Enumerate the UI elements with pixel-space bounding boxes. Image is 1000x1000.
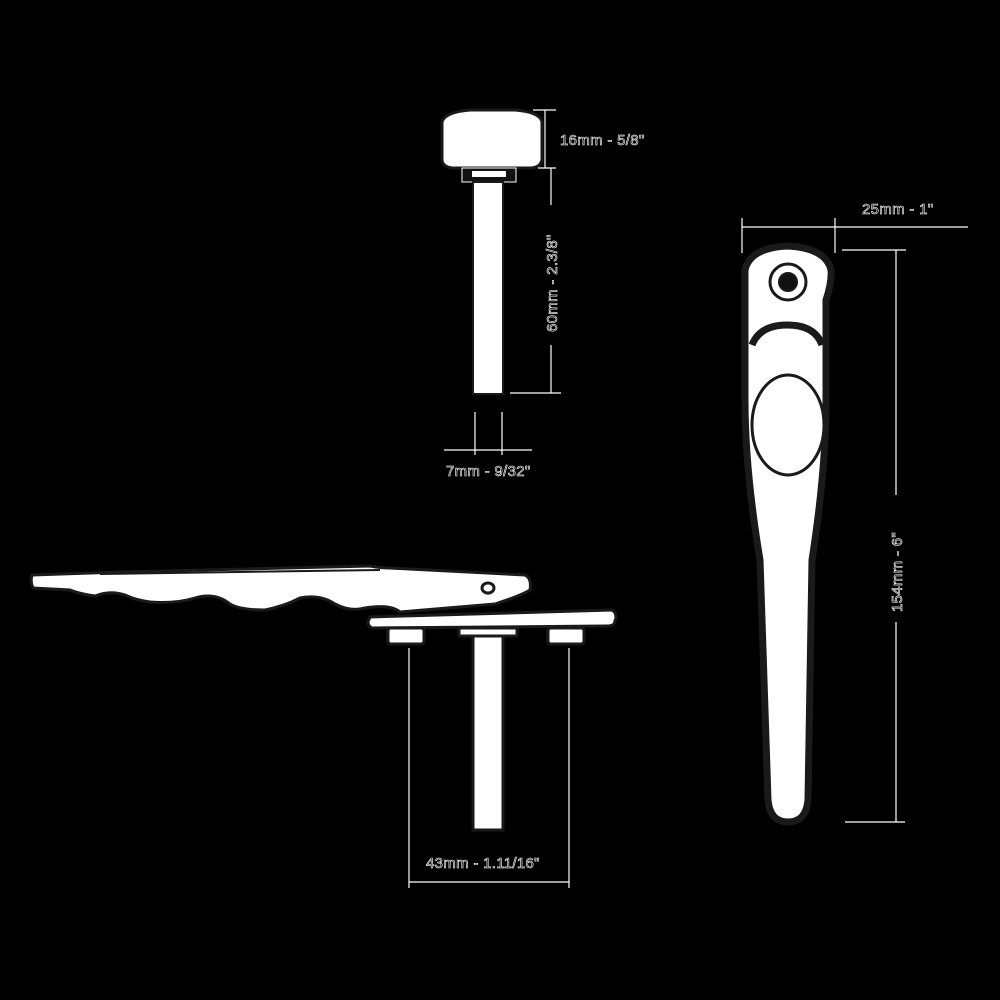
fixing-boss-left: [386, 626, 426, 646]
spindle-end-view: 16mm - 5/8" 60mm - 2.3/8" 7mm - 9/32": [440, 108, 644, 480]
spindle-width-label: 7mm - 9/32": [446, 463, 530, 480]
side-spindle: [471, 634, 505, 832]
spindle-length-label: 60mm - 2.3/8": [544, 234, 561, 332]
fixing-centres-label: 43mm - 1.11/16": [426, 855, 540, 872]
handle-front-view: 25mm - 1" 154mm - 6": [741, 201, 968, 826]
handle-thumb-recess: [750, 373, 826, 477]
handle-width-label: 25mm - 1": [862, 201, 933, 218]
handle-lever: [29, 564, 532, 614]
base-plate: [366, 608, 618, 630]
handle-length-label: 154mm - 6": [889, 532, 906, 612]
fixing-boss-right: [546, 626, 586, 646]
pivot-screw-icon: [480, 581, 496, 595]
spindle-cap: [440, 108, 544, 170]
spindle: [472, 181, 504, 395]
cap-height-label: 16mm - 5/8": [560, 132, 644, 149]
handle-side-view: 43mm - 1.11/16": [29, 564, 618, 888]
